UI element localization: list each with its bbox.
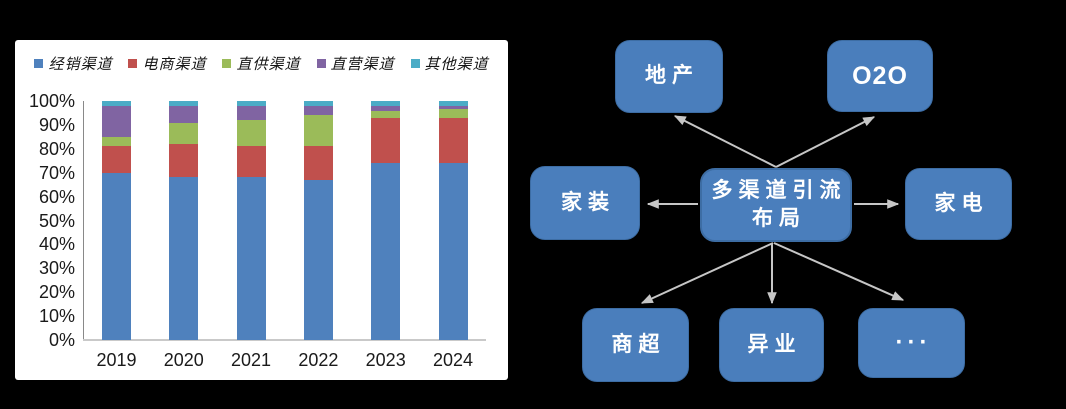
legend-swatch-distribution	[34, 59, 44, 68]
node-o2o: O2O	[827, 40, 933, 112]
node-label-cross-industry: 异业	[747, 332, 802, 356]
bar-2020-seg-direct-supply	[169, 122, 199, 145]
bar-2023-seg-direct-operate	[371, 105, 401, 111]
node-label-o2o: O2O	[852, 61, 908, 90]
bar-2019	[102, 101, 131, 340]
legend-item-direct-supply: 直供渠道	[222, 53, 300, 74]
node-cross-industry: 异业	[719, 308, 824, 382]
bar-2023-seg-other	[371, 101, 401, 106]
bar-2022-seg-other	[303, 101, 333, 106]
stacked-bar-chart-panel: 经销渠道 电商渠道 直供渠道 直营渠道 其他渠道 0% 10% 20% 30% 40% 50% 60…	[15, 40, 508, 380]
arrow-center-to-real-estate	[673, 115, 777, 168]
bar-2021-seg-ecommerce	[236, 146, 266, 178]
x-axis-baseline	[83, 339, 486, 341]
bar-2019-seg-distribution	[102, 172, 131, 340]
bar-2019-seg-other	[102, 101, 131, 106]
x-tick-2020: 2020	[163, 350, 204, 370]
x-tick-2021: 2021	[230, 350, 272, 370]
node-supermarket: 商超	[582, 308, 689, 382]
legend-item-ecommerce: 电商渠道	[128, 53, 206, 74]
arrow-center-to-others	[773, 242, 905, 301]
bar-2021-seg-other	[236, 101, 266, 106]
y-tick-100pct: 100%	[28, 91, 75, 111]
bar-2020-seg-other	[169, 101, 199, 106]
bar-2024-seg-distribution	[438, 163, 468, 340]
bar-2024-seg-direct-supply	[438, 109, 468, 118]
y-tick-0pct: 0%	[48, 330, 75, 350]
node-label-supermarket: 商超	[611, 332, 666, 356]
y-tick-50pct: 50%	[38, 210, 75, 231]
bar-2019-seg-direct-operate	[102, 105, 131, 137]
bar-2023-seg-ecommerce	[371, 117, 401, 164]
bar-2024	[438, 101, 468, 340]
x-tick-2023: 2023	[365, 350, 406, 370]
legend-swatch-direct-operate	[316, 59, 326, 68]
bar-2023	[371, 101, 401, 340]
node-label-others: ···	[895, 329, 932, 356]
legend-label-other: 其他渠道	[424, 56, 489, 73]
bar-2022	[303, 101, 333, 340]
chart-plot-area: 0% 10% 20% 30% 40% 50% 60% 70% 80% 90% 100% 2019 202…	[15, 40, 508, 380]
legend-label-direct-supply: 直供渠道	[236, 56, 301, 73]
bar-2019-seg-direct-supply	[102, 136, 131, 147]
bar-2020	[169, 101, 199, 340]
bar-2024-seg-other	[438, 101, 468, 106]
center-node-label-line1: 多渠道引流	[711, 178, 847, 202]
y-tick-70pct: 70%	[38, 162, 75, 183]
y-tick-10pct: 10%	[38, 306, 75, 327]
bar-2022-seg-direct-operate	[303, 105, 333, 116]
legend-item-other: 其他渠道	[410, 53, 489, 74]
bar-2020-seg-ecommerce	[169, 144, 199, 178]
node-label-real-estate: 地产	[645, 64, 699, 88]
node-home-appliance: 家电	[905, 168, 1012, 240]
bar-2020-seg-direct-operate	[169, 105, 199, 123]
center-node-label-line2: 布局	[752, 207, 806, 230]
bar-2024-seg-ecommerce	[438, 117, 468, 164]
y-tick-90pct: 90%	[38, 114, 75, 135]
x-tick-2024: 2024	[432, 350, 474, 370]
legend-swatch-ecommerce	[128, 59, 138, 68]
y-tick-30pct: 30%	[38, 258, 75, 279]
y-tick-80pct: 80%	[38, 138, 75, 159]
y-axis-line	[83, 101, 84, 341]
legend-label-distribution: 经销渠道	[48, 56, 113, 73]
node-center: 多渠道引流布局	[700, 168, 852, 242]
y-tick-60pct: 60%	[38, 186, 75, 207]
bar-2023-seg-direct-supply	[371, 110, 401, 118]
node-real-estate: 地产	[615, 40, 723, 113]
legend-item-distribution: 经销渠道	[34, 53, 112, 74]
bar-2020-seg-distribution	[169, 177, 199, 340]
bar-2022-seg-ecommerce	[303, 146, 333, 180]
bar-2021	[236, 101, 266, 340]
x-tick-2019: 2019	[96, 350, 137, 370]
bar-2022-seg-direct-supply	[303, 115, 333, 147]
y-tick-20pct: 20%	[38, 282, 75, 303]
legend-swatch-other	[410, 59, 420, 68]
y-tick-40pct: 40%	[38, 234, 75, 255]
bar-2021-seg-distribution	[236, 177, 266, 340]
bar-2021-seg-direct-supply	[236, 120, 266, 147]
bar-2023-seg-distribution	[371, 163, 401, 340]
bar-2021-seg-direct-operate	[236, 105, 266, 121]
legend-label-direct-operate: 直营渠道	[330, 56, 395, 73]
bar-2019-seg-ecommerce	[102, 146, 131, 173]
node-others: ···	[858, 308, 965, 378]
x-tick-2022: 2022	[298, 350, 339, 370]
arrow-center-to-o2o	[775, 116, 876, 168]
bar-2022-seg-distribution	[303, 179, 333, 340]
bar-2024-seg-direct-operate	[438, 105, 468, 110]
legend-label-ecommerce: 电商渠道	[142, 56, 207, 73]
legend-item-direct-operate: 直营渠道	[316, 53, 395, 74]
legend-swatch-direct-supply	[222, 59, 232, 68]
node-label-home-appliance: 家电	[934, 191, 989, 215]
chart-legend: 经销渠道 电商渠道 直供渠道 直营渠道 其他渠道	[15, 53, 508, 74]
arrow-center-to-supermarket	[640, 242, 774, 304]
node-home-decor: 家装	[530, 166, 640, 240]
node-label-home-decor: 家装	[561, 190, 615, 214]
